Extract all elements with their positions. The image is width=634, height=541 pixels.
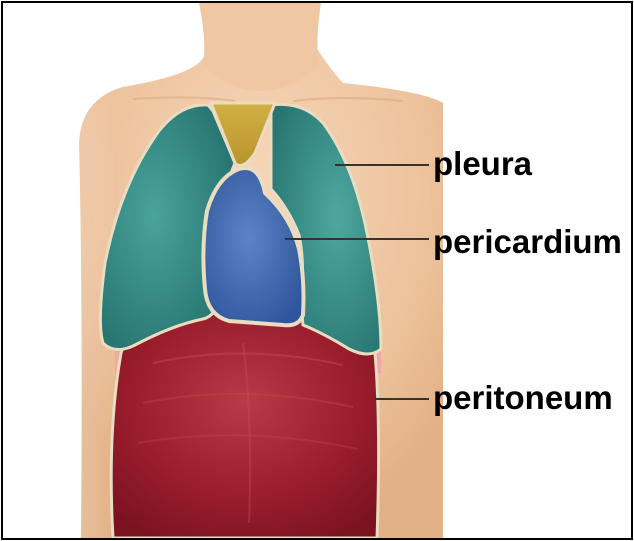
pericardium-label: pericardium <box>433 225 622 258</box>
abdominal-cavity <box>111 313 378 538</box>
torso-illustration <box>3 3 631 538</box>
peritoneum-label: peritoneum <box>433 381 613 414</box>
pleura-label: pleura <box>433 147 532 180</box>
